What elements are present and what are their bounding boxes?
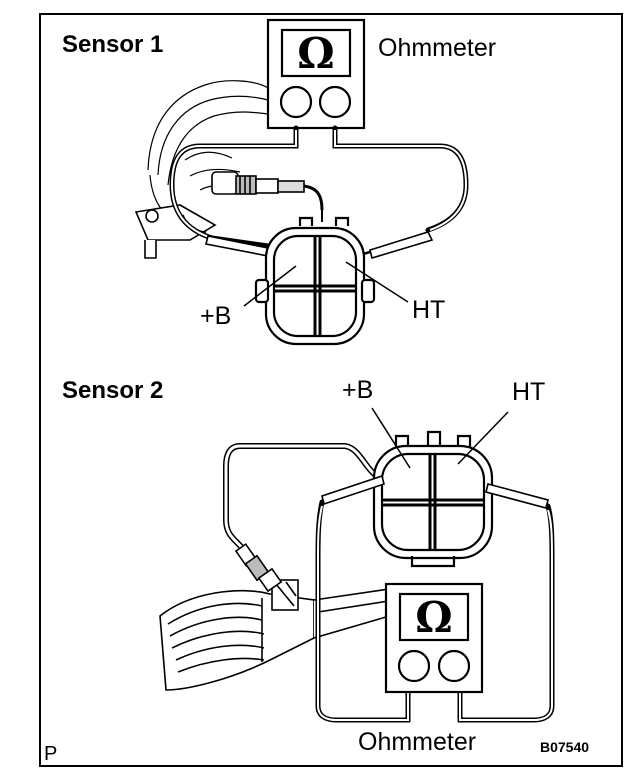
figure-frame (39, 13, 623, 767)
sensor-wire-inner (224, 444, 381, 551)
terminal-jack (397, 649, 431, 683)
sensor-1-heading: Sensor 1 (62, 31, 163, 58)
figure-code: B07540 (540, 739, 589, 755)
callout-lines (243, 261, 409, 307)
ohmmeter-bottom: Ω (384, 582, 484, 694)
corner-mark: P (44, 743, 57, 765)
ohmmeter-label-top: Ohmmeter (378, 34, 496, 62)
ohm-symbol: Ω (415, 593, 452, 642)
callout-lines (371, 407, 509, 469)
ohmmeter-display (398, 592, 470, 642)
terminal-jack (279, 85, 313, 119)
ohmmeter-top: Ω (266, 18, 366, 130)
plus-b-label-bottom: +B (342, 376, 373, 404)
connector-icon (372, 430, 494, 568)
terminal-jack (437, 649, 471, 683)
lead-highlight (317, 505, 553, 721)
sensor-2-section: Ω Sensor 2 +B HT Ohmmeter (62, 376, 555, 756)
ht-label-bottom: HT (512, 378, 545, 406)
sensor-2-heading: Sensor 2 (62, 377, 163, 404)
oxygen-sensor-icon (234, 543, 283, 593)
oxygen-sensor-icon (211, 171, 324, 222)
lead-highlight (170, 130, 468, 239)
exhaust-pipe-icon (159, 579, 411, 691)
ht-label-top: HT (412, 296, 445, 324)
ohmmeter-label-bottom: Ohmmeter (358, 728, 476, 756)
ohm-symbol: Ω (297, 29, 334, 78)
engine-outline (147, 80, 269, 226)
ohmmeter-display (280, 28, 352, 78)
sensor-1-section: Ω (62, 18, 496, 346)
sensor-wire (223, 443, 382, 552)
connector-icon (254, 216, 376, 346)
plus-b-label-top: +B (200, 302, 231, 330)
terminal-jack (318, 85, 352, 119)
